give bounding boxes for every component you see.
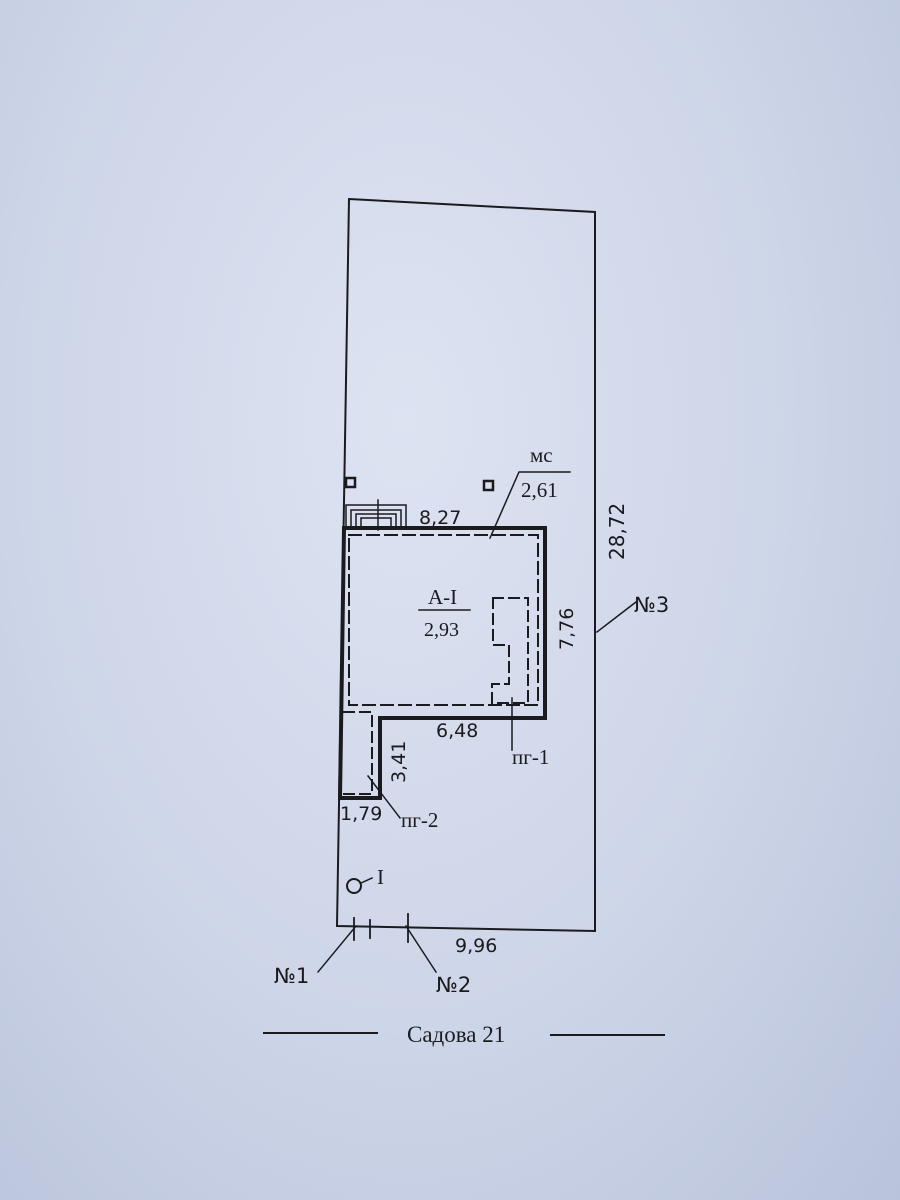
cellar-2-label: пг-2 [401, 808, 438, 832]
parcel-width-dimension: 9,96 [455, 935, 497, 957]
cellar-2-leader [366, 774, 402, 820]
building-inner-dashed [348, 534, 539, 706]
building-bottom-dimension: 6,48 [436, 720, 478, 742]
point-2-leader [404, 924, 438, 974]
building-height-label: 2,93 [424, 619, 459, 641]
well-symbol [346, 878, 362, 894]
point-2-label: №2 [436, 973, 471, 997]
parcel-length-dimension: 28,72 [605, 503, 629, 560]
building-name-label: А-I [428, 585, 457, 609]
point-1-leader [316, 924, 358, 974]
marker-square-right [482, 479, 495, 492]
porch-steps [345, 499, 407, 531]
well-symbol-tick [360, 877, 373, 884]
annex-width-dimension: 1,79 [340, 803, 382, 825]
wall-material-label: мс [530, 443, 553, 467]
street-name-label: Садова 21 [407, 1022, 505, 1047]
building-top-dimension: 8,27 [419, 507, 461, 529]
wall-leader-line [489, 471, 571, 539]
marker-square-left [344, 476, 357, 489]
building-outline [337, 525, 547, 800]
annex-inner-dashed [343, 711, 373, 795]
well-label: I [377, 865, 384, 889]
annex-height-dimension: 3,41 [388, 741, 410, 783]
point-3-leader [595, 600, 638, 634]
cellar-1-outline [491, 597, 529, 704]
wall-height-label: 2,61 [521, 478, 558, 502]
point-3-label: №3 [634, 593, 669, 617]
point-1-label: №1 [274, 964, 309, 988]
building-right-dimension: 7,76 [556, 608, 578, 650]
cellar-1-label: пг-1 [512, 745, 549, 769]
